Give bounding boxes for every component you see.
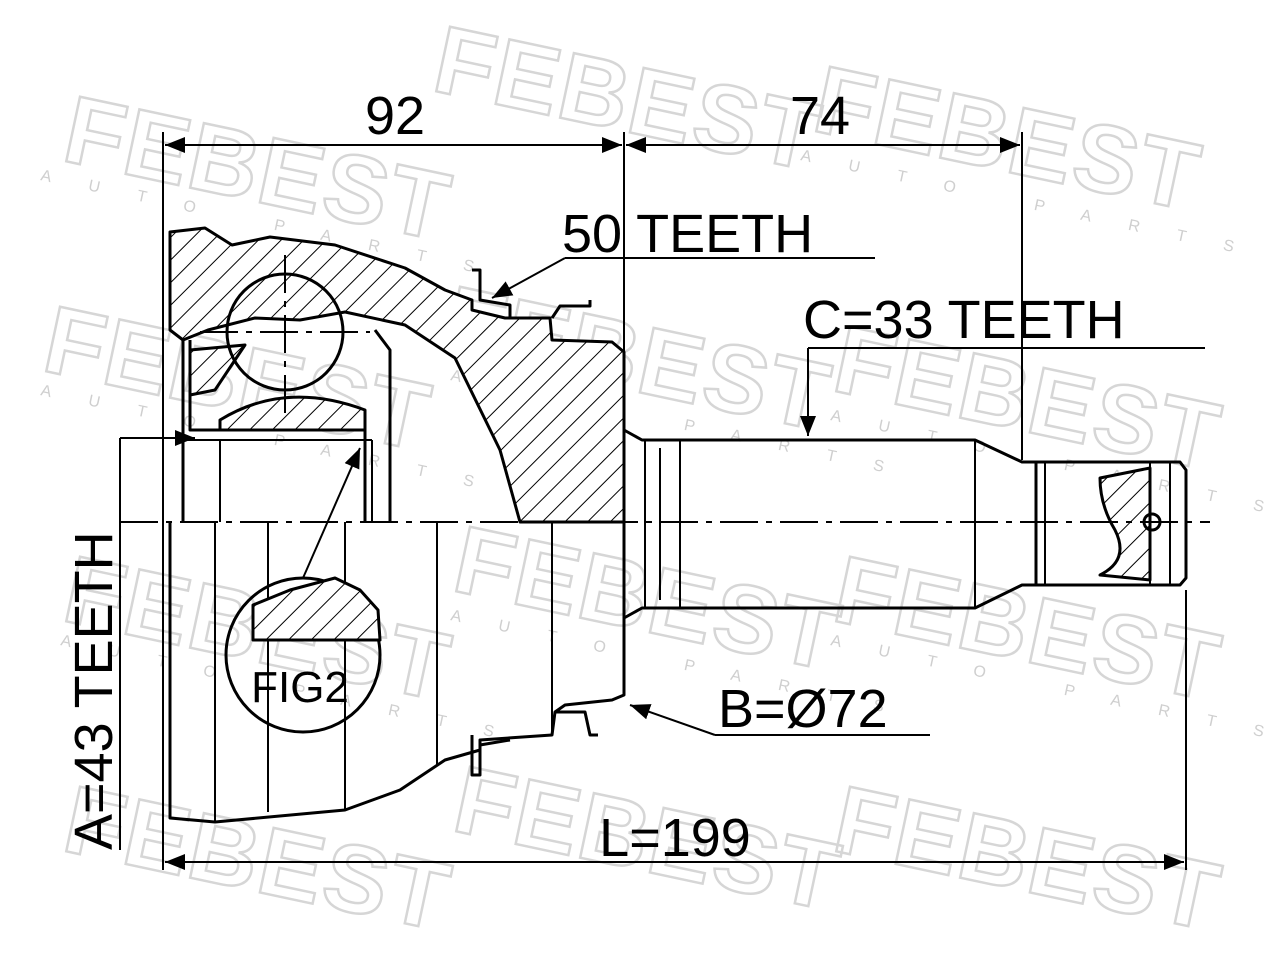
watermark-2: FEBEST: [426, 6, 830, 192]
abs-tab-top: [550, 300, 592, 319]
dimension-74: 74: [790, 86, 850, 146]
length-label: L=199: [599, 808, 751, 868]
housing-section: [168, 226, 626, 524]
leader-diameter: B=Ø72: [629, 679, 930, 739]
leader-shaft-teeth: C=33 TEETH: [800, 290, 1205, 436]
top-dimensions: 92 74: [162, 86, 1023, 870]
stub-shaft: [623, 428, 1188, 620]
dimension-92: 92: [365, 86, 425, 146]
abs-ring-top: [472, 268, 512, 318]
shaft-teeth-label: C=33 TEETH: [803, 290, 1125, 350]
leader-inner-teeth: A=43 TEETH: [64, 430, 195, 850]
diameter-label: B=Ø72: [718, 679, 888, 739]
outer-teeth-label: 50 TEETH: [562, 204, 813, 264]
length-dimension: L=199: [165, 590, 1187, 870]
leader-outer-teeth: 50 TEETH: [491, 204, 875, 299]
detail-fig2: FIG2: [224, 447, 382, 734]
watermark-12: FEBEST: [826, 766, 1230, 952]
inner-race: [181, 255, 392, 522]
inner-teeth-label: A=43 TEETH: [64, 531, 124, 850]
detail-label: FIG2: [251, 663, 349, 712]
housing-lower: [168, 522, 626, 824]
